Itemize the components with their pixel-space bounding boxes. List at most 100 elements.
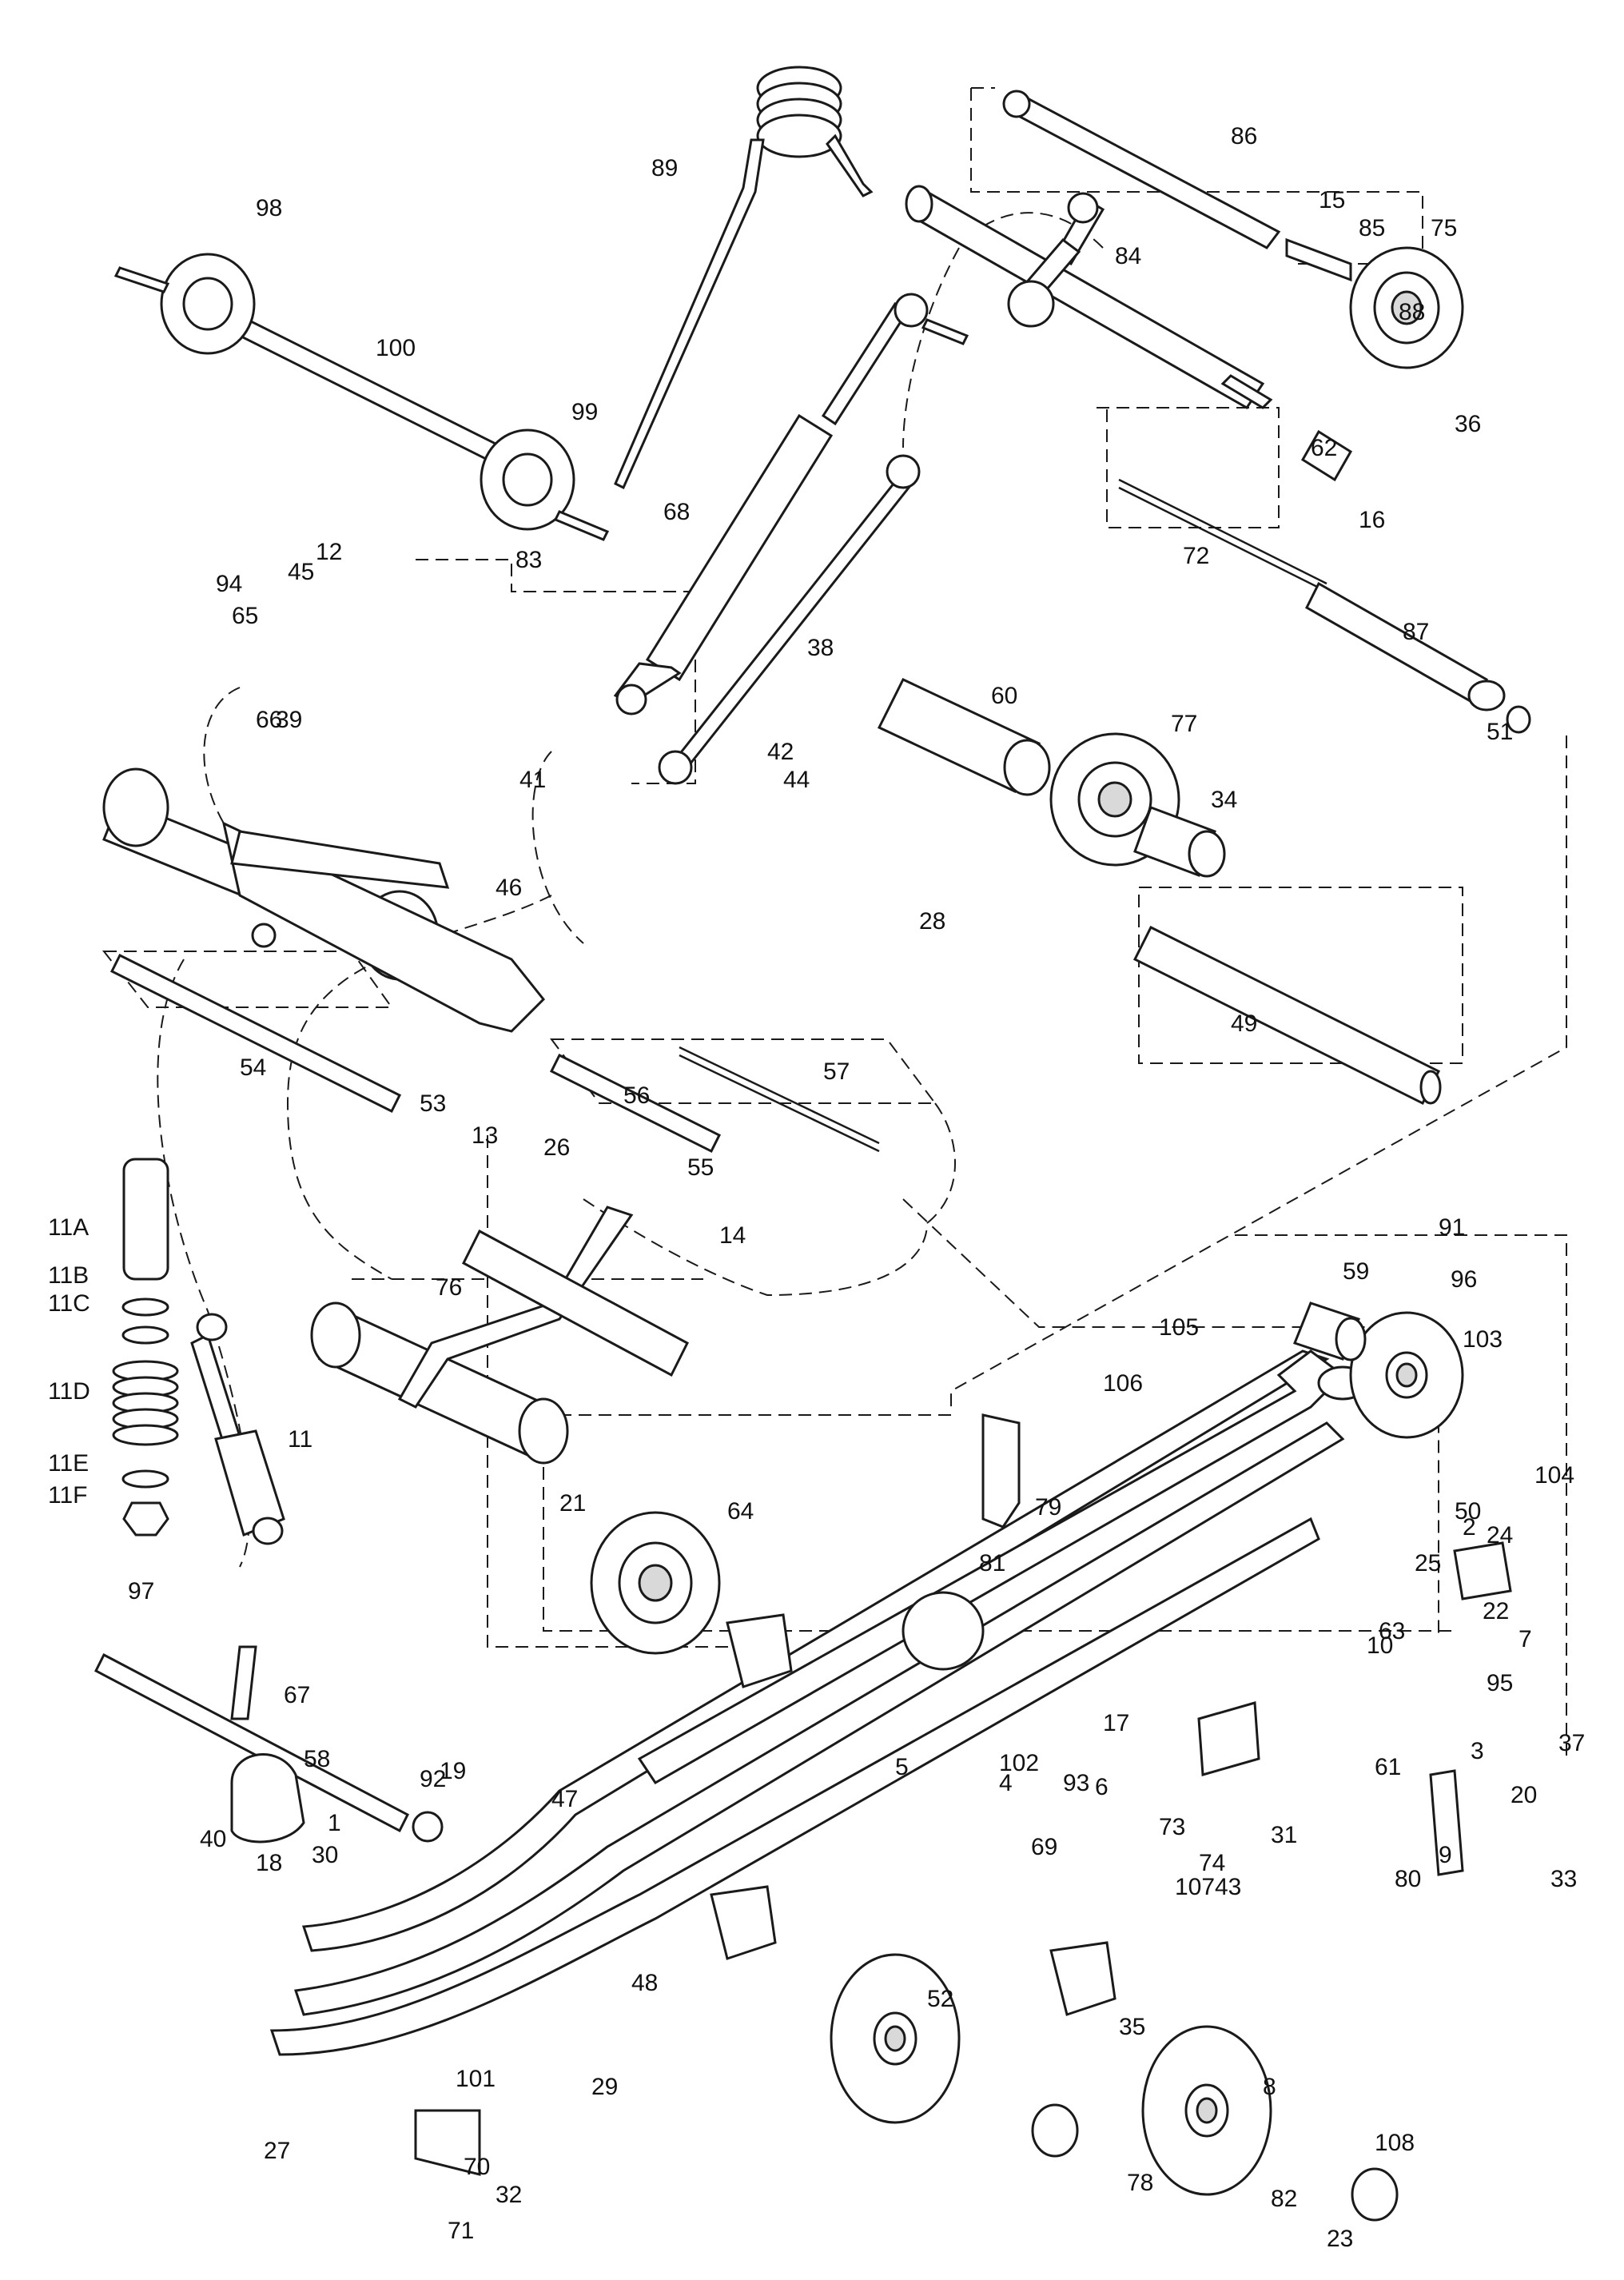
- bracket-79: [981, 1413, 1021, 1529]
- shaft-56-57: [549, 1046, 880, 1154]
- callout-64: 64: [727, 1498, 754, 1525]
- rear-arm-76: [310, 1206, 689, 1465]
- callout-69: 69: [1031, 1834, 1057, 1860]
- callout-48: 48: [631, 1970, 658, 1996]
- callout-32: 32: [496, 2182, 522, 2208]
- pivot-arm-84: [905, 185, 1353, 482]
- shaft-54: [109, 953, 402, 1114]
- callout-66: 66: [256, 707, 282, 733]
- block-50: [1453, 1541, 1512, 1600]
- wheel-75: [1285, 237, 1464, 369]
- axle-58: [94, 1645, 444, 1843]
- callout-11b: 11B: [48, 1262, 89, 1289]
- callout-70: 70: [464, 2154, 490, 2180]
- callout-67: 67: [284, 1682, 310, 1708]
- callout-23: 23: [1327, 2226, 1353, 2252]
- callout-49: 49: [1231, 1010, 1257, 1037]
- callout-58: 58: [304, 1746, 330, 1772]
- callout-93: 93: [1063, 1770, 1089, 1796]
- bumper-40: [230, 1753, 305, 1844]
- callout-73: 73: [1159, 1814, 1185, 1840]
- callout-62: 62: [1311, 435, 1337, 461]
- callout-84: 84: [1115, 243, 1141, 269]
- callout-25: 25: [1415, 1550, 1441, 1576]
- callout-9: 9: [1439, 1842, 1452, 1868]
- callout-100: 100: [376, 335, 416, 361]
- callout-11e: 11E: [48, 1450, 89, 1477]
- callout-107: 107: [1175, 1874, 1215, 1900]
- callout-4: 4: [999, 1770, 1013, 1796]
- spacer-59: [1293, 1301, 1367, 1361]
- shaft-86: [1002, 90, 1281, 249]
- callout-59: 59: [1343, 1258, 1369, 1285]
- callout-14: 14: [719, 1222, 746, 1249]
- callout-65: 65: [232, 603, 258, 629]
- callout-95: 95: [1487, 1670, 1513, 1696]
- callout-91: 91: [1439, 1214, 1465, 1241]
- rear-shock-11: [112, 1158, 285, 1545]
- callout-51: 51: [1487, 719, 1513, 745]
- callout-68: 68: [663, 499, 690, 525]
- callout-11a: 11A: [48, 1214, 89, 1241]
- callout-54: 54: [240, 1054, 266, 1081]
- callout-92: 92: [420, 1766, 446, 1792]
- callout-78: 78: [1127, 2170, 1153, 2196]
- slide-rail-47: [269, 1349, 1345, 2056]
- callout-15: 15: [1319, 187, 1345, 213]
- callout-50: 50: [1455, 1498, 1481, 1525]
- callout-19: 19: [440, 1758, 466, 1784]
- callout-98: 98: [256, 195, 282, 221]
- callout-22: 22: [1483, 1598, 1509, 1624]
- callout-55: 55: [687, 1154, 714, 1181]
- callout-53: 53: [420, 1090, 446, 1117]
- callout-89: 89: [651, 155, 678, 181]
- axle-100: [113, 253, 610, 541]
- callout-81: 81: [979, 1550, 1005, 1576]
- callout-45: 45: [288, 559, 314, 585]
- callout-20: 20: [1511, 1782, 1537, 1808]
- spacer-87: [1305, 581, 1531, 734]
- callout-61: 61: [1375, 1754, 1401, 1780]
- callout-76: 76: [436, 1274, 462, 1301]
- callout-88: 88: [1399, 299, 1425, 325]
- cap-23: [1031, 2103, 1399, 2222]
- callout-56: 56: [623, 1082, 650, 1109]
- callout-11f: 11F: [48, 1482, 87, 1509]
- callout-43: 43: [1215, 1874, 1241, 1900]
- callout-83: 83: [515, 547, 542, 573]
- wheel-64: [590, 1511, 721, 1655]
- torsion-spring: [614, 66, 874, 490]
- callout-1: 1: [328, 1810, 341, 1836]
- callout-40: 40: [200, 1826, 226, 1852]
- wheel-96: [1349, 1311, 1464, 1439]
- bracket-80: [1429, 1769, 1464, 1876]
- callout-104: 104: [1534, 1462, 1574, 1489]
- callout-13: 13: [472, 1122, 498, 1149]
- callout-63: 63: [1379, 1618, 1405, 1644]
- callout-8: 8: [1263, 2074, 1276, 2100]
- callout-11d: 11D: [48, 1378, 90, 1405]
- callout-82: 82: [1271, 2186, 1297, 2212]
- link-rod-38: [658, 454, 921, 785]
- callout-27: 27: [264, 2138, 290, 2164]
- callout-94: 94: [216, 571, 242, 597]
- callout-41: 41: [519, 767, 546, 793]
- callout-2: 2: [1463, 1514, 1476, 1541]
- callout-5: 5: [895, 1754, 909, 1780]
- spacer-tube-60: [877, 678, 1051, 796]
- callout-96: 96: [1451, 1266, 1477, 1293]
- callout-71: 71: [448, 2218, 474, 2244]
- callout-75: 75: [1431, 215, 1457, 241]
- callout-11: 11: [288, 1426, 312, 1453]
- callout-36: 36: [1455, 411, 1481, 437]
- rail-bracket-frame: [637, 1349, 1368, 1784]
- shaft-72: [1118, 478, 1327, 593]
- callout-101: 101: [456, 2066, 496, 2092]
- callout-77: 77: [1171, 711, 1197, 737]
- spacer-34: [1133, 806, 1226, 878]
- callout-74: 74: [1199, 1850, 1225, 1876]
- callout-97: 97: [128, 1578, 154, 1604]
- bolt-28-top: [921, 318, 969, 345]
- callout-29: 29: [591, 2074, 618, 2100]
